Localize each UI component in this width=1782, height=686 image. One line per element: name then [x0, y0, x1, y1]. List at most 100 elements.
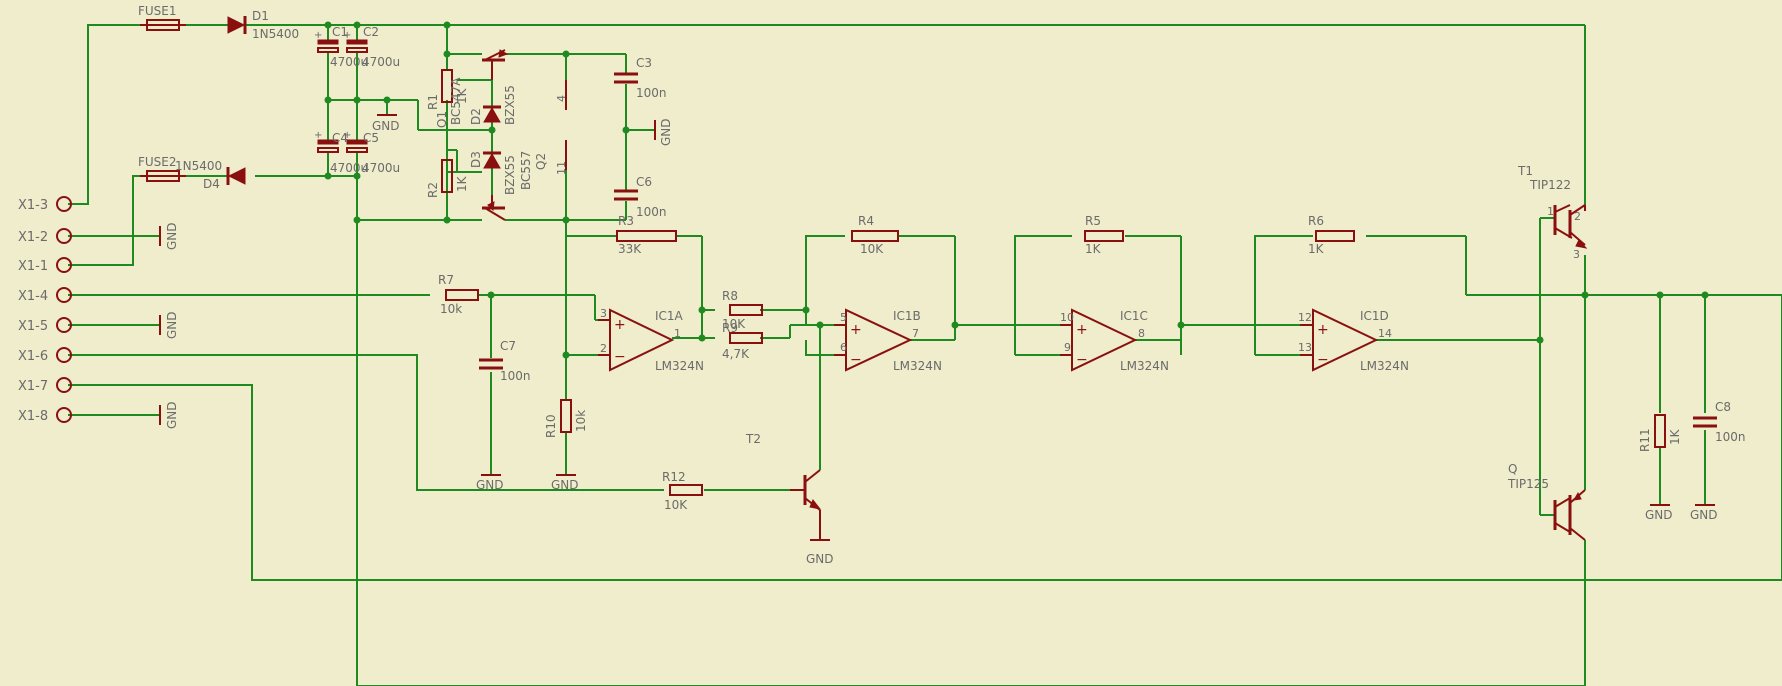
svg-text:GND: GND: [476, 478, 504, 492]
transistor-q-tip125: Q TIP125: [1507, 462, 1586, 541]
svg-text:1N5400: 1N5400: [175, 159, 222, 173]
svg-text:R5: R5: [1085, 214, 1101, 228]
svg-text:5: 5: [840, 311, 847, 324]
resistor-r11: R11 1K: [1638, 414, 1682, 452]
svg-text:+: +: [314, 30, 322, 41]
svg-text:10K: 10K: [722, 317, 746, 331]
svg-text:−: −: [614, 349, 626, 365]
opamp-ic1d: + − 12 13 14 IC1D LM324N: [1298, 308, 1409, 373]
connector-label: X1-6: [18, 349, 48, 364]
svg-text:GND: GND: [551, 478, 579, 492]
svg-text:BZX55: BZX55: [503, 155, 517, 195]
svg-text:+: +: [850, 322, 862, 338]
svg-text:D3: D3: [469, 151, 483, 168]
svg-text:R6: R6: [1308, 214, 1324, 228]
svg-text:+: +: [314, 130, 322, 141]
svg-text:10K: 10K: [664, 498, 688, 512]
connector-pin: [56, 257, 72, 273]
svg-text:C5: C5: [363, 131, 379, 145]
connector-label: X1-7: [18, 379, 48, 394]
svg-text:FUSE2: FUSE2: [138, 155, 177, 169]
svg-text:GND: GND: [372, 119, 400, 133]
diode-d1: D1 1N5400: [227, 9, 299, 41]
svg-text:D1: D1: [252, 9, 269, 23]
connector-label: X1-2: [18, 230, 48, 245]
svg-text:1K: 1K: [1668, 428, 1682, 445]
svg-text:R11: R11: [1638, 428, 1652, 452]
svg-text:D2: D2: [469, 108, 483, 125]
svg-text:R3: R3: [618, 214, 634, 228]
connector-label: X1-1: [18, 259, 48, 274]
svg-text:T1: T1: [1517, 164, 1533, 178]
svg-text:+: +: [614, 317, 626, 333]
svg-text:1K: 1K: [1308, 242, 1325, 256]
svg-text:100n: 100n: [1715, 430, 1746, 444]
svg-text:12: 12: [1298, 311, 1312, 324]
junctions: [324, 21, 1709, 359]
svg-text:BC547A: BC547A: [449, 77, 463, 125]
gnd-symbols-left: GND GND GND: [159, 222, 179, 429]
connector-pin: [56, 377, 72, 393]
svg-text:+: +: [1317, 322, 1329, 338]
connector-pin: [56, 317, 72, 333]
svg-text:4: 4: [555, 95, 568, 102]
capacitor-c2: + C2 4700u: [343, 25, 400, 69]
svg-text:−: −: [850, 352, 862, 368]
zener-d3: D3 BZX55: [469, 151, 517, 195]
capacitor-c3: C3 100n: [614, 56, 667, 100]
resistor-r6: R6 1K: [1308, 214, 1355, 256]
svg-text:C3: C3: [636, 56, 652, 70]
svg-text:IC1C: IC1C: [1120, 309, 1148, 323]
svg-text:LM324N: LM324N: [893, 359, 942, 373]
svg-text:10k: 10k: [440, 302, 462, 316]
resistor-r12: R12 10K: [662, 470, 703, 512]
svg-text:IC1A: IC1A: [655, 309, 684, 323]
svg-text:C8: C8: [1715, 400, 1731, 414]
svg-text:1K: 1K: [455, 87, 469, 104]
svg-text:R9: R9: [722, 321, 738, 335]
svg-text:11: 11: [555, 161, 568, 175]
svg-text:4700u: 4700u: [362, 161, 400, 175]
svg-text:14: 14: [1378, 327, 1392, 340]
svg-text:100n: 100n: [500, 369, 531, 383]
connector-label: X1-4: [18, 289, 48, 304]
connector-pin: [56, 196, 72, 212]
svg-text:R8: R8: [722, 289, 738, 303]
resistor-r7: R7 10k: [438, 273, 479, 316]
svg-text:C2: C2: [363, 25, 379, 39]
wires: [68, 24, 1782, 686]
svg-text:IC1D: IC1D: [1360, 309, 1389, 323]
connector-pin: [56, 287, 72, 303]
capacitor-c6: C6 100n: [614, 175, 667, 219]
gnd-label: GND: [165, 401, 179, 429]
svg-text:8: 8: [1138, 327, 1145, 340]
svg-text:GND: GND: [659, 118, 673, 146]
gnd-bottom: GND GND GND GND GND: [476, 474, 1718, 566]
capacitor-c7: C7 100n: [479, 339, 531, 383]
svg-text:D4: D4: [203, 177, 220, 191]
svg-text:3: 3: [600, 307, 607, 320]
opamp-ic1a: + − 3 2 1 IC1A LM324N: [598, 307, 704, 373]
resistor-r1: R1 1K: [426, 69, 469, 110]
opamp-ic1c: + − 10 9 8 IC1C LM324N: [1060, 308, 1169, 373]
svg-text:4700u: 4700u: [330, 161, 368, 175]
svg-text:10k: 10k: [574, 410, 588, 432]
svg-text:1N5400: 1N5400: [252, 27, 299, 41]
svg-text:BC557: BC557: [519, 151, 533, 190]
gnd-label: GND: [165, 311, 179, 339]
svg-text:LM324N: LM324N: [1360, 359, 1409, 373]
transistor-q2: BC557 Q2: [482, 151, 548, 221]
zener-d2: D2 BZX55: [469, 85, 517, 125]
connector-label: X1-3: [18, 198, 48, 213]
svg-text:R1: R1: [426, 94, 440, 110]
svg-text:+: +: [343, 130, 351, 141]
svg-text:GND: GND: [806, 552, 834, 566]
opamp-power-pins: 4 11: [555, 80, 568, 175]
svg-text:C7: C7: [500, 339, 516, 353]
svg-text:LM324N: LM324N: [1120, 359, 1169, 373]
svg-text:100n: 100n: [636, 86, 667, 100]
svg-text:33K: 33K: [618, 242, 642, 256]
svg-text:−: −: [1076, 352, 1088, 368]
